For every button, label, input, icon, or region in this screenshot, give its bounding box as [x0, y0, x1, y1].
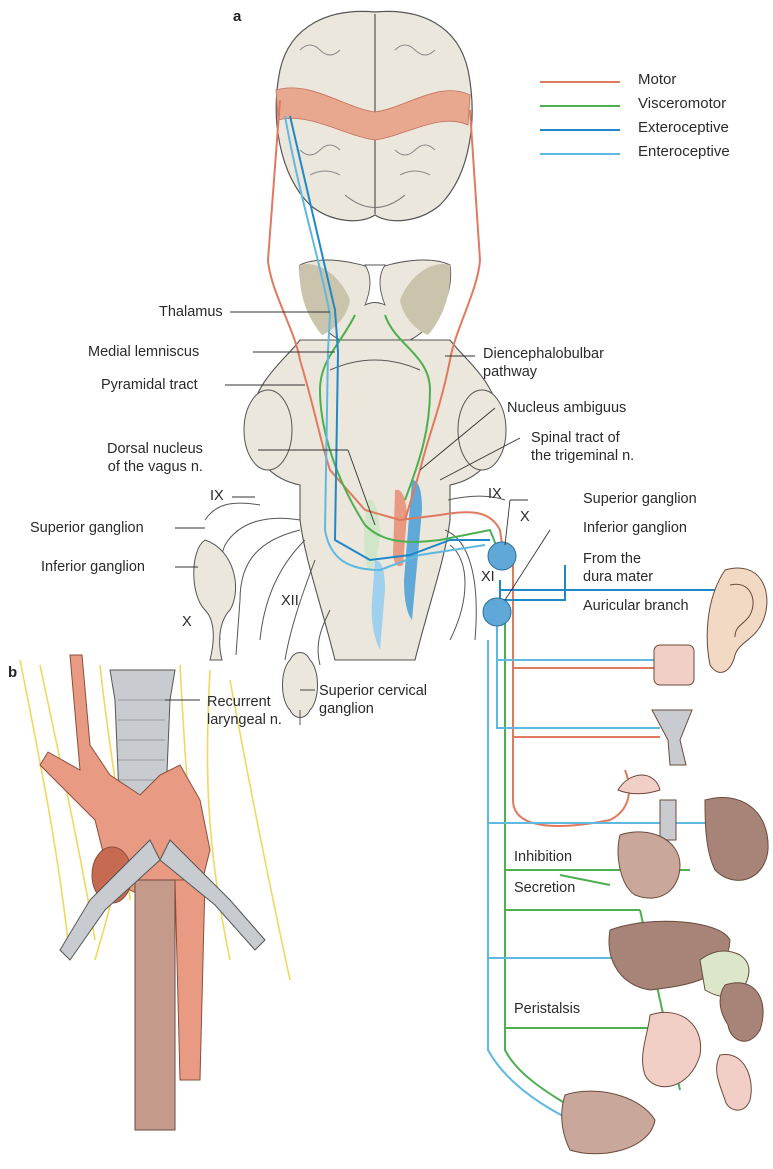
label-auricular-branch: Auricular branch [583, 597, 689, 615]
label-dorsal-nucleus: Dorsal nucleus of the vagus n. [107, 440, 203, 476]
legend-label-enteroceptive: Enteroceptive [638, 143, 730, 161]
legend-label-visceromotor: Visceromotor [638, 95, 726, 113]
label-ix-right: IX [488, 485, 502, 503]
label-secretion: Secretion [514, 879, 575, 897]
label-inferior-ganglion-right: Inferior ganglion [583, 519, 687, 537]
label-superior-cervical-line2: ganglion [319, 700, 427, 718]
label-inhibition: Inhibition [514, 848, 572, 866]
label-xii: XII [281, 592, 299, 610]
trachea-lower [660, 800, 676, 840]
label-dorsal-nucleus-line2: of the vagus n. [107, 458, 203, 476]
label-nucleus-ambiguus: Nucleus ambiguus [507, 399, 626, 417]
label-ix-left: IX [210, 487, 224, 505]
inferior-ganglion-node [483, 598, 511, 626]
soft-palate [618, 775, 660, 794]
label-recurrent-line1: Recurrent [207, 693, 282, 711]
legend-label-motor: Motor [638, 71, 676, 89]
label-peristalsis: Peristalsis [514, 1000, 580, 1018]
legend-label-exteroceptive: Exteroceptive [638, 119, 729, 137]
label-superior-cervical-ganglion: Superior cervical ganglion [319, 682, 427, 718]
kidney-upper [720, 983, 763, 1041]
pharynx [654, 645, 694, 685]
intestine [562, 1091, 655, 1154]
label-spinal-tract-line2: the trigeminal n. [531, 447, 634, 465]
label-diencephalobulbar-line1: Diencephalobulbar [483, 345, 604, 363]
label-superior-cervical-line1: Superior cervical [319, 682, 427, 700]
heart [618, 832, 680, 898]
label-from-dura-line1: From the [583, 550, 653, 568]
label-medial-lemniscus: Medial lemniscus [88, 343, 199, 361]
stomach [643, 1012, 701, 1086]
panel-label-b: b [8, 664, 17, 681]
lung [705, 797, 768, 880]
label-x-right: X [520, 508, 530, 526]
label-thalamus: Thalamus [159, 303, 223, 321]
label-from-dura-line2: dura mater [583, 568, 653, 586]
label-xi: XI [481, 568, 495, 586]
superior-ganglion-node [488, 542, 516, 570]
label-superior-ganglion-right: Superior ganglion [583, 490, 697, 508]
label-x-left: X [182, 613, 192, 631]
label-spinal-tract: Spinal tract of the trigeminal n. [531, 429, 634, 465]
label-diencephalobulbar-pathway: Diencephalobulbar pathway [483, 345, 604, 381]
label-spinal-tract-line1: Spinal tract of [531, 429, 634, 447]
organs [562, 645, 768, 1154]
kidney-lower [717, 1054, 752, 1110]
label-from-dura-mater: From the dura mater [583, 550, 653, 586]
label-dorsal-nucleus-line1: Dorsal nucleus [107, 440, 203, 458]
legend-swatch-motor [540, 81, 620, 83]
label-diencephalobulbar-line2: pathway [483, 363, 604, 381]
label-recurrent-laryngeal: Recurrent laryngeal n. [207, 693, 282, 729]
label-pyramidal-tract: Pyramidal tract [101, 376, 198, 394]
cerebrum [276, 11, 472, 220]
label-inferior-ganglion-left: Inferior ganglion [41, 558, 145, 576]
panel-label-a: a [233, 8, 241, 25]
legend-swatch-exteroceptive [540, 129, 620, 131]
legend-swatch-visceromotor [540, 105, 620, 107]
legend-swatch-enteroceptive [540, 153, 620, 155]
label-superior-ganglion-left: Superior ganglion [30, 519, 144, 537]
label-recurrent-line2: laryngeal n. [207, 711, 282, 729]
